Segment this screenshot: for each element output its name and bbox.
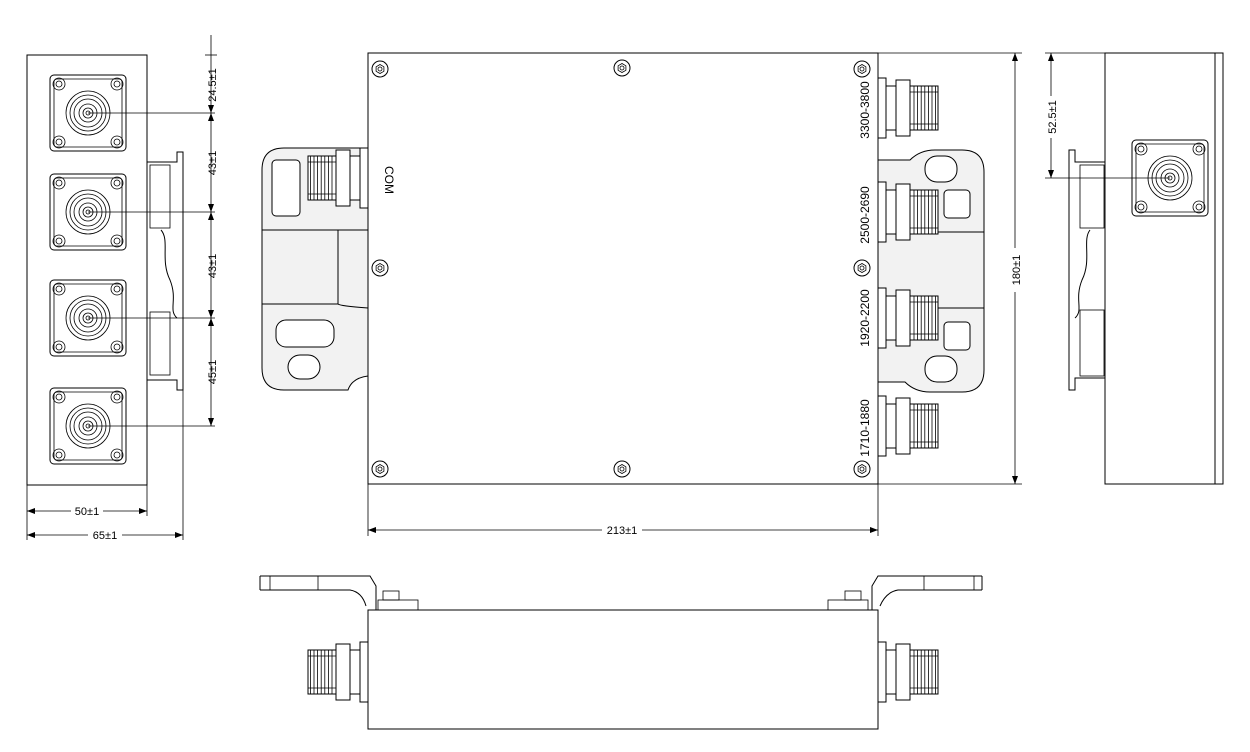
- housing-screws: [371, 59, 871, 478]
- port-connector: [877, 287, 939, 349]
- bottom-connector-left: [307, 641, 369, 703]
- right-side-view: 52.5±1: [1045, 52, 1224, 485]
- port-label-3300-3800: 3300-3800: [858, 81, 872, 139]
- depth-dimensions: 50±1 65±1: [26, 390, 184, 542]
- port-connector: [877, 181, 939, 243]
- port-label-1710-1880: 1710-1880: [858, 399, 872, 457]
- dim-com-offset: 52.5±1: [1047, 100, 1059, 134]
- port-connector: [877, 395, 939, 457]
- front-view: COM 3300-3800 2500-2690 1920-2200 1710-1…: [261, 52, 985, 485]
- dim-pitch-top: 24.5±1: [207, 68, 219, 102]
- height-dimension: 180±1: [878, 52, 1023, 485]
- port-connector: [877, 77, 939, 139]
- dim-depth-inner: 50±1: [75, 506, 99, 518]
- dim-height: 180±1: [1011, 255, 1023, 286]
- port-label-2500-2690: 2500-2690: [858, 186, 872, 244]
- com-label: COM: [382, 166, 396, 194]
- pitch-dimensions: 24.5±1 43±1 43±1 45±1: [205, 35, 219, 426]
- dim-pitch-1: 43±1: [207, 151, 219, 175]
- left-side-view: [26, 54, 215, 486]
- com-connector: [307, 147, 369, 209]
- dim-pitch-3: 45±1: [207, 360, 219, 384]
- bottom-connector-right: [877, 641, 939, 703]
- port-label-1920-2200: 1920-2200: [858, 289, 872, 347]
- length-dimension: 213±1: [367, 484, 879, 537]
- dim-pitch-2: 43±1: [207, 254, 219, 278]
- dim-depth-outer: 65±1: [93, 530, 117, 542]
- bottom-view: [259, 575, 983, 730]
- dim-length: 213±1: [607, 525, 638, 537]
